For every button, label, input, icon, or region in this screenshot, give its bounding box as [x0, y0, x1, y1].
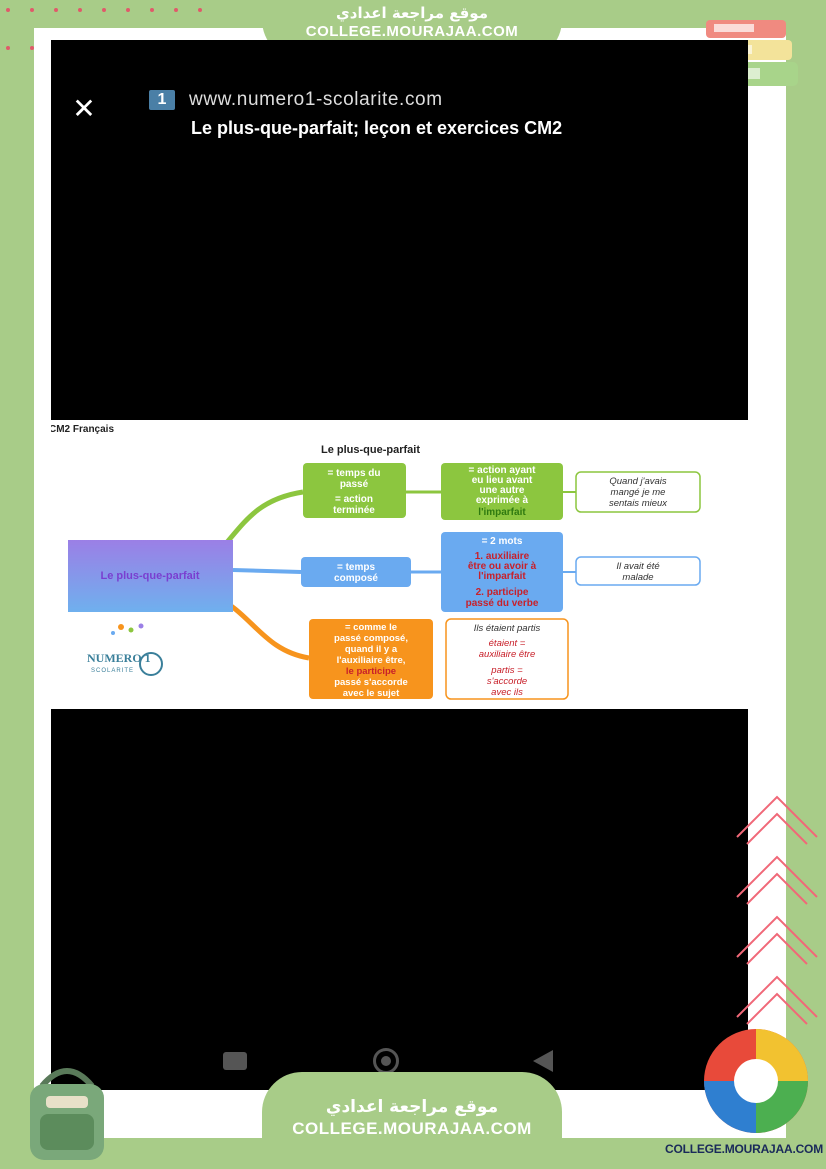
svg-text:partis =: partis =: [490, 665, 523, 676]
dot: [174, 8, 178, 12]
corner-label: CM2 Français: [51, 424, 114, 435]
svg-text:passé: passé: [340, 479, 369, 490]
svg-text:Il avait été: Il avait été: [616, 561, 659, 572]
green-left-box: [303, 463, 406, 518]
svg-text:passé du verbe: passé du verbe: [466, 598, 539, 609]
svg-text:passé s'accorde: passé s'accorde: [334, 677, 408, 688]
bottom-banner: موقع مراجعة اعدادي COLLEGE.MOURAJAA.COM: [262, 1072, 562, 1169]
svg-text:mangé je me: mangé je me: [611, 487, 666, 498]
svg-text:l'imparfait: l'imparfait: [478, 571, 526, 582]
green-example-text: Quand j'avais mangé je me sentais mieux: [609, 476, 668, 509]
bottom-banner-arabic: موقع مراجعة اعدادي: [325, 1097, 499, 1117]
dot: [30, 8, 34, 12]
nav-back-triangle-button[interactable]: [533, 1050, 553, 1072]
svg-text:= comme le: = comme le: [345, 622, 397, 633]
svg-text:s'accorde: s'accorde: [487, 676, 527, 687]
bottom-banner-site[interactable]: COLLEGE.MOURAJAA.COM: [292, 1119, 532, 1138]
document-title: Le plus-que-parfait; leçon et exercices …: [191, 118, 563, 138]
svg-text:sentais mieux: sentais mieux: [609, 498, 668, 509]
top-banner-arabic: موقع مراجعة اعدادي: [336, 4, 488, 22]
orange-left-box: [309, 619, 433, 699]
svg-text:une autre: une autre: [479, 485, 524, 496]
mind-map-slide: CM2 Français Le plus-que-parfait Le plus…: [51, 420, 748, 709]
svg-text:2. participe: 2. participe: [476, 587, 529, 598]
blue-right-box: [441, 532, 563, 612]
green-right-text: = action ayant eu lieu avant une autre e…: [469, 465, 537, 518]
blue-left-text: = temps composé: [334, 562, 378, 584]
svg-text:être ou avoir à: être ou avoir à: [468, 561, 537, 572]
root-node: [68, 540, 233, 612]
svg-text:avec le sujet: avec le sujet: [343, 688, 400, 699]
chevron-decorations: [736, 795, 818, 1025]
svg-text:composé: composé: [334, 573, 378, 584]
svg-text:auxiliaire être: auxiliaire être: [479, 649, 536, 660]
blue-left-box: [301, 557, 411, 587]
svg-text:l'imparfait: l'imparfait: [478, 507, 526, 518]
backpack-illustration: [30, 1068, 104, 1160]
dot: [78, 8, 82, 12]
svg-text:= temps du: = temps du: [327, 468, 380, 479]
svg-text:terminée: terminée: [333, 505, 375, 516]
svg-text:= temps: = temps: [337, 562, 376, 573]
orange-example-box: [445, 618, 569, 700]
root-label: Le plus-que-parfait: [100, 570, 199, 582]
branch-blue: [232, 568, 302, 574]
svg-text:Quand j'avais: Quand j'avais: [609, 476, 667, 487]
site-url[interactable]: www.numero1-scolarite.com: [189, 89, 443, 110]
svg-text:= action: = action: [335, 494, 373, 505]
dot: [6, 46, 10, 50]
nav-home-button[interactable]: [373, 1048, 399, 1074]
dot: [30, 46, 34, 50]
dot: [150, 8, 154, 12]
dot: [102, 8, 106, 12]
dot: [126, 8, 130, 12]
blue-example-box: [575, 556, 701, 586]
svg-text:Ils étaient partis: Ils étaient partis: [474, 623, 541, 634]
svg-text:l'auxiliaire être,: l'auxiliaire être,: [337, 655, 406, 666]
dot: [198, 8, 202, 12]
top-banner-site[interactable]: COLLEGE.MOURAJAA.COM: [305, 23, 519, 40]
slide-heading: Le plus-que-parfait: [321, 444, 420, 456]
site-badge: 1: [149, 90, 175, 110]
svg-text:1. auxiliaire: 1. auxiliaire: [475, 551, 530, 562]
nav-square-button[interactable]: [223, 1052, 247, 1070]
dot: [54, 8, 58, 12]
svg-text:= 2 mots: = 2 mots: [482, 536, 523, 547]
footer-logo-label: COLLEGE.MOURAJAA.COM: [664, 1142, 823, 1156]
svg-text:malade: malade: [622, 572, 653, 583]
svg-text:SCOLARITE: SCOLARITE: [91, 668, 134, 674]
dot: [6, 8, 10, 12]
blue-example-text: Il avait été malade: [616, 561, 659, 583]
svg-text:eu lieu avant: eu lieu avant: [472, 475, 533, 486]
svg-text:NUMERO 1: NUMERO 1: [87, 651, 151, 665]
svg-text:avec ils: avec ils: [491, 687, 523, 698]
orange-example-text: Ils étaient partis étaient = auxiliaire …: [474, 623, 541, 698]
green-example-box: [575, 471, 701, 513]
svg-text:passé composé,: passé composé,: [334, 633, 408, 644]
svg-text:quand il y a: quand il y a: [345, 644, 398, 655]
green-right-box: [441, 463, 563, 520]
svg-text:exprimée à: exprimée à: [476, 495, 529, 506]
blue-right-text: = 2 mots 1. auxiliaire être ou avoir à l…: [466, 536, 539, 609]
orange-left-text: = comme le passé composé, quand il y a l…: [334, 622, 408, 699]
green-left-text: = temps du passé = action terminée: [327, 468, 380, 516]
svg-text:le participe: le participe: [346, 666, 396, 677]
close-icon[interactable]: ✕: [72, 93, 96, 124]
subjects-wheel-logo: [704, 1029, 808, 1133]
svg-text:étaient =: étaient =: [489, 638, 526, 649]
numero1-logo: NUMERO 1 SCOLARITE: [87, 623, 163, 676]
svg-text:= action ayant: = action ayant: [469, 465, 537, 476]
